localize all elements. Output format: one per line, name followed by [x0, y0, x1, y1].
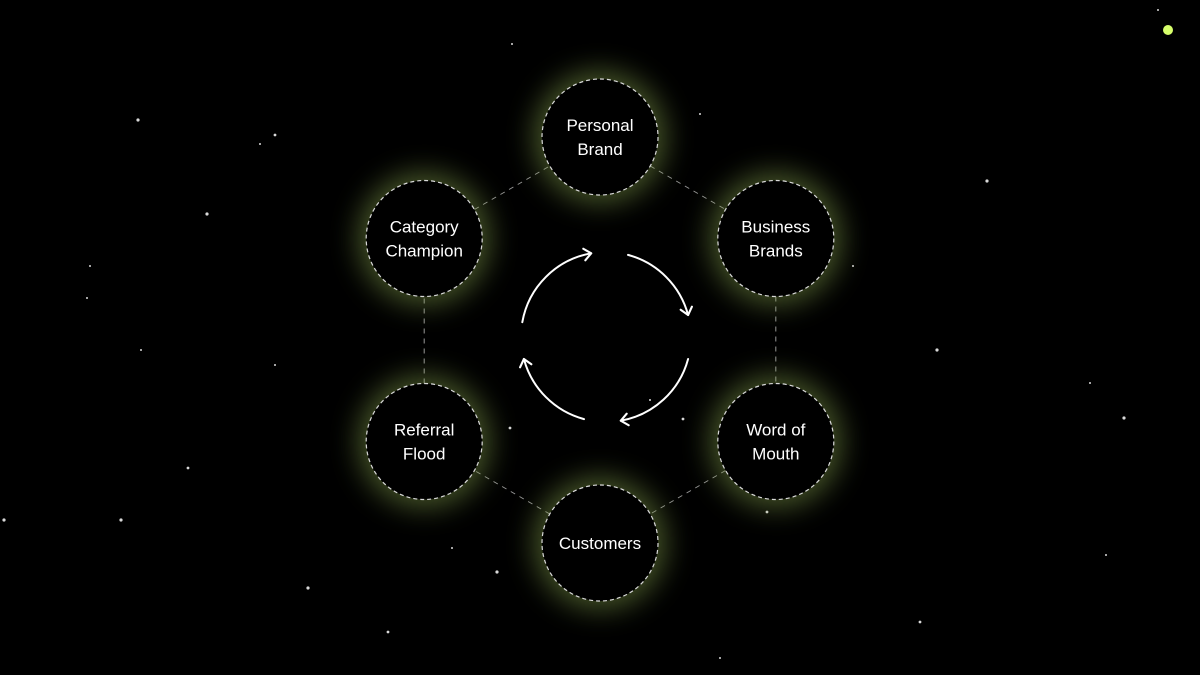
star — [495, 570, 499, 574]
star — [985, 179, 989, 183]
node-label: Flood — [403, 445, 446, 464]
node-label: Category — [390, 218, 459, 237]
star — [765, 510, 769, 514]
star — [1089, 382, 1091, 384]
node-label: Champion — [385, 242, 463, 261]
star — [451, 547, 453, 549]
star — [386, 630, 390, 634]
node-label: Customers — [559, 534, 641, 553]
star — [649, 399, 651, 401]
star — [699, 113, 701, 115]
node-label: Brand — [577, 140, 622, 159]
node-circle — [365, 382, 483, 501]
star — [1157, 9, 1159, 11]
star — [186, 466, 190, 470]
star — [1122, 416, 1126, 420]
node-circle — [541, 78, 659, 196]
star — [259, 143, 261, 145]
node-customers: Customers — [534, 477, 666, 609]
node-circle — [717, 382, 835, 501]
cycle-arrow-icon — [521, 247, 593, 324]
star — [306, 586, 310, 590]
star — [205, 212, 209, 216]
accent-dot — [1163, 25, 1173, 35]
node-word-of-mouth: Word of Mouth — [709, 375, 842, 508]
star — [511, 43, 513, 45]
star — [274, 364, 276, 366]
star — [273, 133, 277, 137]
star — [1105, 554, 1107, 556]
star — [508, 426, 512, 430]
star — [89, 265, 91, 267]
node-label: Business — [741, 218, 810, 237]
star — [681, 417, 685, 421]
node-label: Brands — [749, 242, 803, 261]
node-label: Word of — [746, 421, 805, 440]
star — [935, 348, 939, 352]
node-label: Referral — [394, 421, 454, 440]
node-circle — [365, 179, 483, 298]
node-circle — [717, 179, 835, 298]
dashed-connector — [474, 470, 551, 515]
dashed-connector — [649, 165, 726, 210]
star — [136, 118, 140, 122]
star — [119, 518, 123, 522]
star — [852, 265, 854, 267]
star — [918, 620, 922, 624]
node-label: Personal — [566, 116, 633, 135]
star — [140, 349, 142, 351]
node-label: Mouth — [752, 445, 799, 464]
dashed-connector — [649, 470, 726, 515]
connector-ring — [423, 165, 777, 515]
cycle-arrow-icon — [627, 253, 693, 317]
star-field — [2, 9, 1159, 659]
star — [86, 297, 88, 299]
star — [2, 518, 6, 522]
star — [719, 657, 721, 659]
cycle-arrow-icon — [519, 357, 585, 421]
cycle-arrow-icon — [619, 358, 690, 427]
dashed-connector — [474, 165, 551, 210]
node-circle — [541, 484, 659, 602]
center-cycle-arrows — [519, 247, 693, 427]
